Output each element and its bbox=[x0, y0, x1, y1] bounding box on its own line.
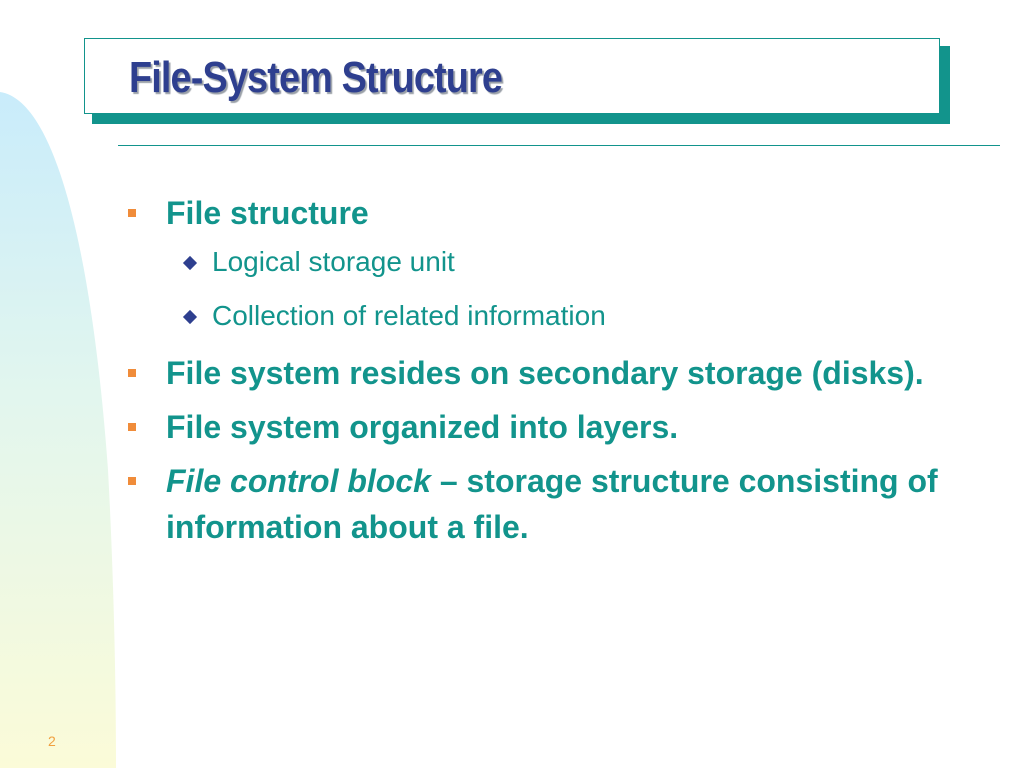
bullet-list: File structure Logical storage unit Coll… bbox=[126, 190, 986, 550]
square-bullet-icon bbox=[128, 423, 136, 431]
sub-bullet-text: Logical storage unit bbox=[212, 246, 455, 277]
bullet-text: – storage structure consisting of inform… bbox=[166, 463, 938, 545]
square-bullet-icon bbox=[128, 369, 136, 377]
bullet-file-control-block: File control block – storage structure c… bbox=[126, 458, 986, 550]
sub-bullet-collection-of-related-information: Collection of related information bbox=[166, 296, 986, 336]
square-bullet-icon bbox=[128, 477, 136, 485]
sub-bullet-text: Collection of related information bbox=[212, 300, 606, 331]
bullet-text: File structure bbox=[166, 195, 369, 231]
bullet-text: File system resides on secondary storage… bbox=[166, 355, 924, 391]
left-gradient-decoration bbox=[0, 92, 116, 768]
bullet-layers: File system organized into layers. bbox=[126, 404, 986, 450]
square-bullet-icon bbox=[128, 209, 136, 217]
slide-title: File-System Structure bbox=[129, 53, 503, 102]
diamond-bullet-icon bbox=[182, 255, 198, 271]
title-frame: File-System Structure bbox=[84, 38, 940, 114]
sub-bullet-list: Logical storage unit Collection of relat… bbox=[166, 242, 986, 336]
bullet-file-structure: File structure Logical storage unit Coll… bbox=[126, 190, 986, 336]
sub-bullet-logical-storage-unit: Logical storage unit bbox=[166, 242, 986, 282]
diamond-bullet-icon bbox=[182, 309, 198, 325]
title-divider bbox=[118, 145, 1000, 146]
bullet-text: File system organized into layers. bbox=[166, 409, 679, 445]
bullet-secondary-storage: File system resides on secondary storage… bbox=[126, 350, 986, 396]
page-number: 2 bbox=[48, 733, 56, 749]
emphasized-term: File control block bbox=[166, 463, 431, 499]
